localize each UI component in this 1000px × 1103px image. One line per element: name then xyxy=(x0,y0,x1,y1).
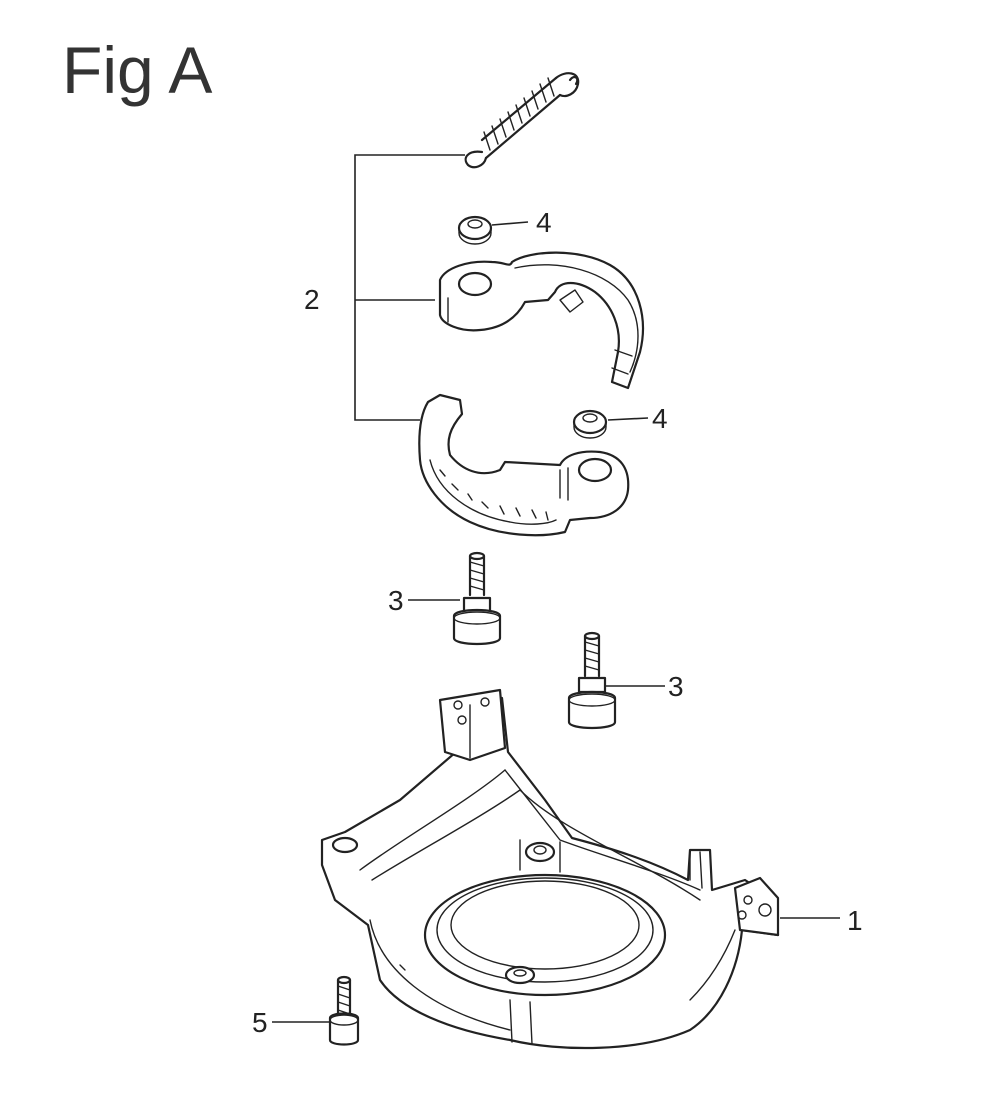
washer-lower xyxy=(572,409,608,439)
brake-housing xyxy=(320,688,780,1050)
figure-title: Fig A xyxy=(62,33,213,107)
shoulder-bolt-right xyxy=(567,631,617,730)
callout-2: 2 xyxy=(304,284,320,315)
small-bolt xyxy=(328,975,360,1046)
callout-4-upper: 4 xyxy=(536,207,552,238)
callout-5: 5 xyxy=(252,1007,268,1038)
brake-shoe-lower xyxy=(418,393,630,537)
callout-1: 1 xyxy=(847,905,863,936)
callout-3-left: 3 xyxy=(388,585,404,616)
callout-4-lower: 4 xyxy=(652,403,668,434)
spring-bracket-line xyxy=(354,154,465,421)
shoulder-bolt-left xyxy=(452,551,502,646)
spring xyxy=(464,72,580,169)
brake-shoe-upper xyxy=(438,251,644,390)
leader-lines xyxy=(272,221,840,1023)
callout-3-right: 3 xyxy=(668,671,684,702)
washer-upper xyxy=(457,215,493,245)
